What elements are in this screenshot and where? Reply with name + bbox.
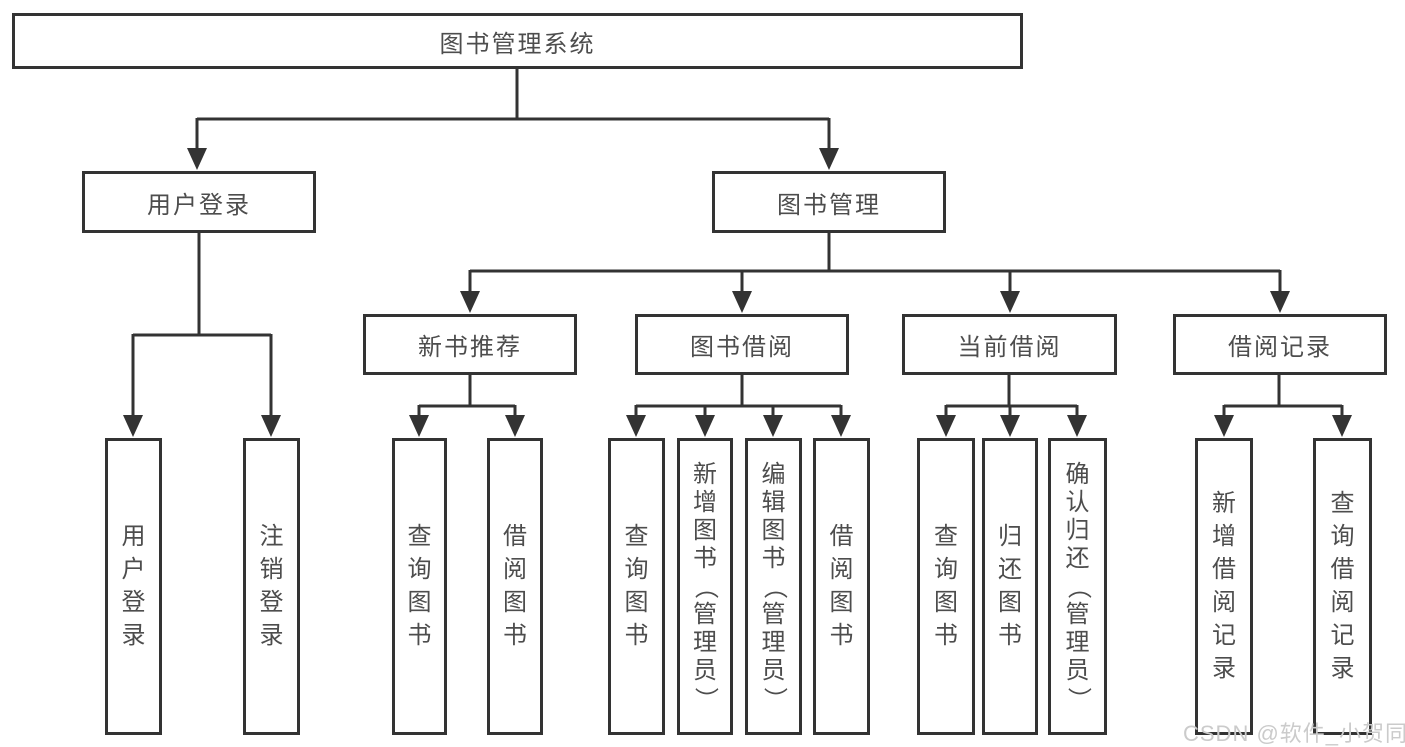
leaf-add-borrow-record: 新增借阅记录 <box>1195 438 1253 735</box>
leaf-borrow-books-1: 借阅图书 <box>487 438 543 735</box>
leaf-borrow-books-1-label: 借阅图书 <box>503 523 527 649</box>
node-user-login: 用户登录 <box>82 171 316 233</box>
leaf-borrow-books-2: 借阅图书 <box>813 438 870 735</box>
node-book-management: 图书管理 <box>712 171 946 233</box>
node-borrowing-records-label: 借阅记录 <box>1228 334 1332 361</box>
leaf-edit-book-admin: 编辑图书（管理员） <box>745 438 802 735</box>
leaf-query-borrow-record: 查询借阅记录 <box>1313 438 1372 735</box>
leaf-add-book-admin: 新增图书（管理员） <box>677 438 733 735</box>
node-book-management-label: 图书管理 <box>777 191 881 219</box>
leaf-query-books-2: 查询图书 <box>608 438 665 735</box>
node-current-borrowing-label: 当前借阅 <box>957 334 1062 361</box>
leaf-query-borrow-record-label: 查询借阅记录 <box>1330 490 1355 682</box>
leaf-query-books-2-label: 查询图书 <box>624 523 649 649</box>
node-book-borrowing: 图书借阅 <box>635 314 849 375</box>
leaf-confirm-return-admin: 确认归还（管理员） <box>1048 438 1107 735</box>
leaf-logout-label: 注销登录 <box>259 523 284 649</box>
csdn-watermark: CSDN @软件_小贺同学 <box>1183 721 1405 746</box>
leaf-query-books-3: 查询图书 <box>917 438 975 735</box>
node-current-borrowing: 当前借阅 <box>902 314 1117 375</box>
node-library-system-label: 图书管理系统 <box>439 30 596 58</box>
leaf-logout: 注销登录 <box>243 438 300 735</box>
leaf-user-login: 用户登录 <box>105 438 162 735</box>
leaf-add-borrow-record-label: 新增借阅记录 <box>1212 490 1236 682</box>
leaf-edit-book-admin-label: 编辑图书（管理员） <box>760 460 788 711</box>
leaf-borrow-books-2-label: 借阅图书 <box>829 523 854 649</box>
leaf-query-books-1: 查询图书 <box>392 438 447 735</box>
leaf-user-login-label: 用户登录 <box>121 523 146 649</box>
leaf-query-books-3-label: 查询图书 <box>934 523 958 649</box>
node-library-system: 图书管理系统 <box>12 13 1023 69</box>
node-borrowing-records: 借阅记录 <box>1173 314 1387 375</box>
leaf-query-books-1-label: 查询图书 <box>407 523 432 649</box>
node-new-book-recommend: 新书推荐 <box>363 314 577 375</box>
node-new-book-recommend-label: 新书推荐 <box>418 334 522 361</box>
leaf-return-book: 归还图书 <box>982 438 1038 735</box>
node-book-borrowing-label: 图书借阅 <box>690 334 794 361</box>
leaf-confirm-return-admin-label: 确认归还（管理员） <box>1064 460 1092 711</box>
leaf-return-book-label: 归还图书 <box>998 523 1022 649</box>
leaf-add-book-admin-label: 新增图书（管理员） <box>692 460 719 711</box>
node-user-login-label: 用户登录 <box>147 191 251 219</box>
